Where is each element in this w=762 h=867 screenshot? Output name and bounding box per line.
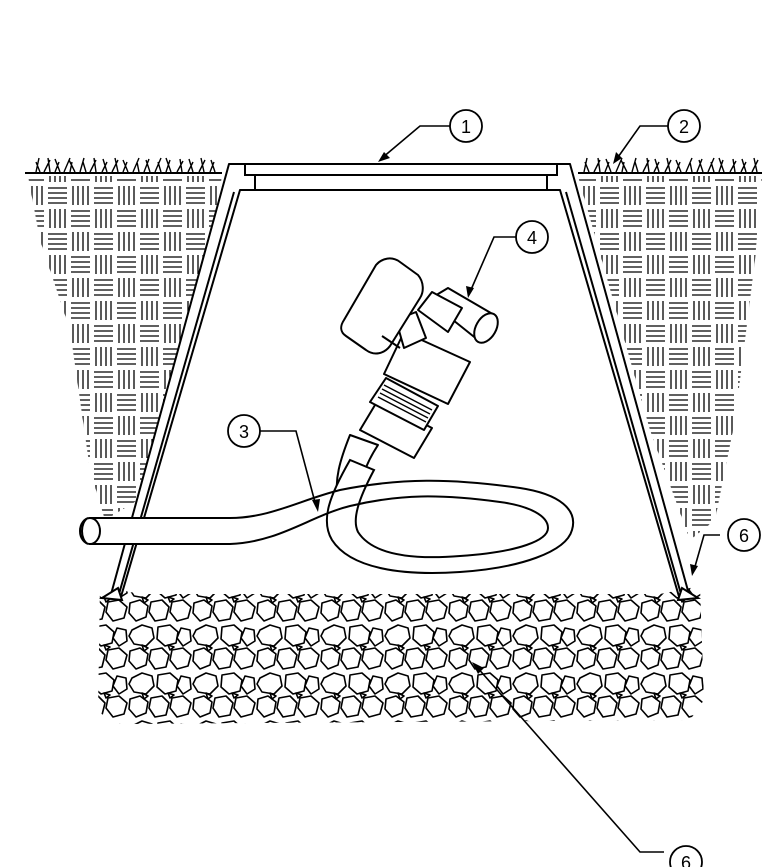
lateral-pipe	[79, 458, 575, 574]
callout-2: 2	[667, 109, 701, 143]
callout-1-label: 1	[461, 117, 471, 137]
grass-right	[583, 157, 759, 173]
leader-lines	[260, 125, 720, 853]
callout-6-lower: 6	[669, 845, 703, 867]
callout-3-label: 3	[239, 422, 249, 442]
soil-left	[28, 176, 222, 520]
valve-box-lid	[240, 163, 560, 191]
callout-2-label: 2	[679, 117, 689, 137]
callout-4: 4	[515, 220, 549, 254]
callout-6-upper: 6	[727, 518, 761, 552]
leader-arrowheads	[312, 152, 698, 674]
callout-4-label: 4	[527, 228, 537, 248]
gravel-bed	[98, 586, 704, 724]
soil-right	[578, 176, 762, 540]
callout-1: 1	[449, 109, 483, 143]
callout-6-lower-label: 6	[681, 853, 691, 867]
callout-3: 3	[227, 414, 261, 448]
callout-6-upper-label: 6	[739, 526, 749, 546]
grass-left	[35, 157, 216, 173]
